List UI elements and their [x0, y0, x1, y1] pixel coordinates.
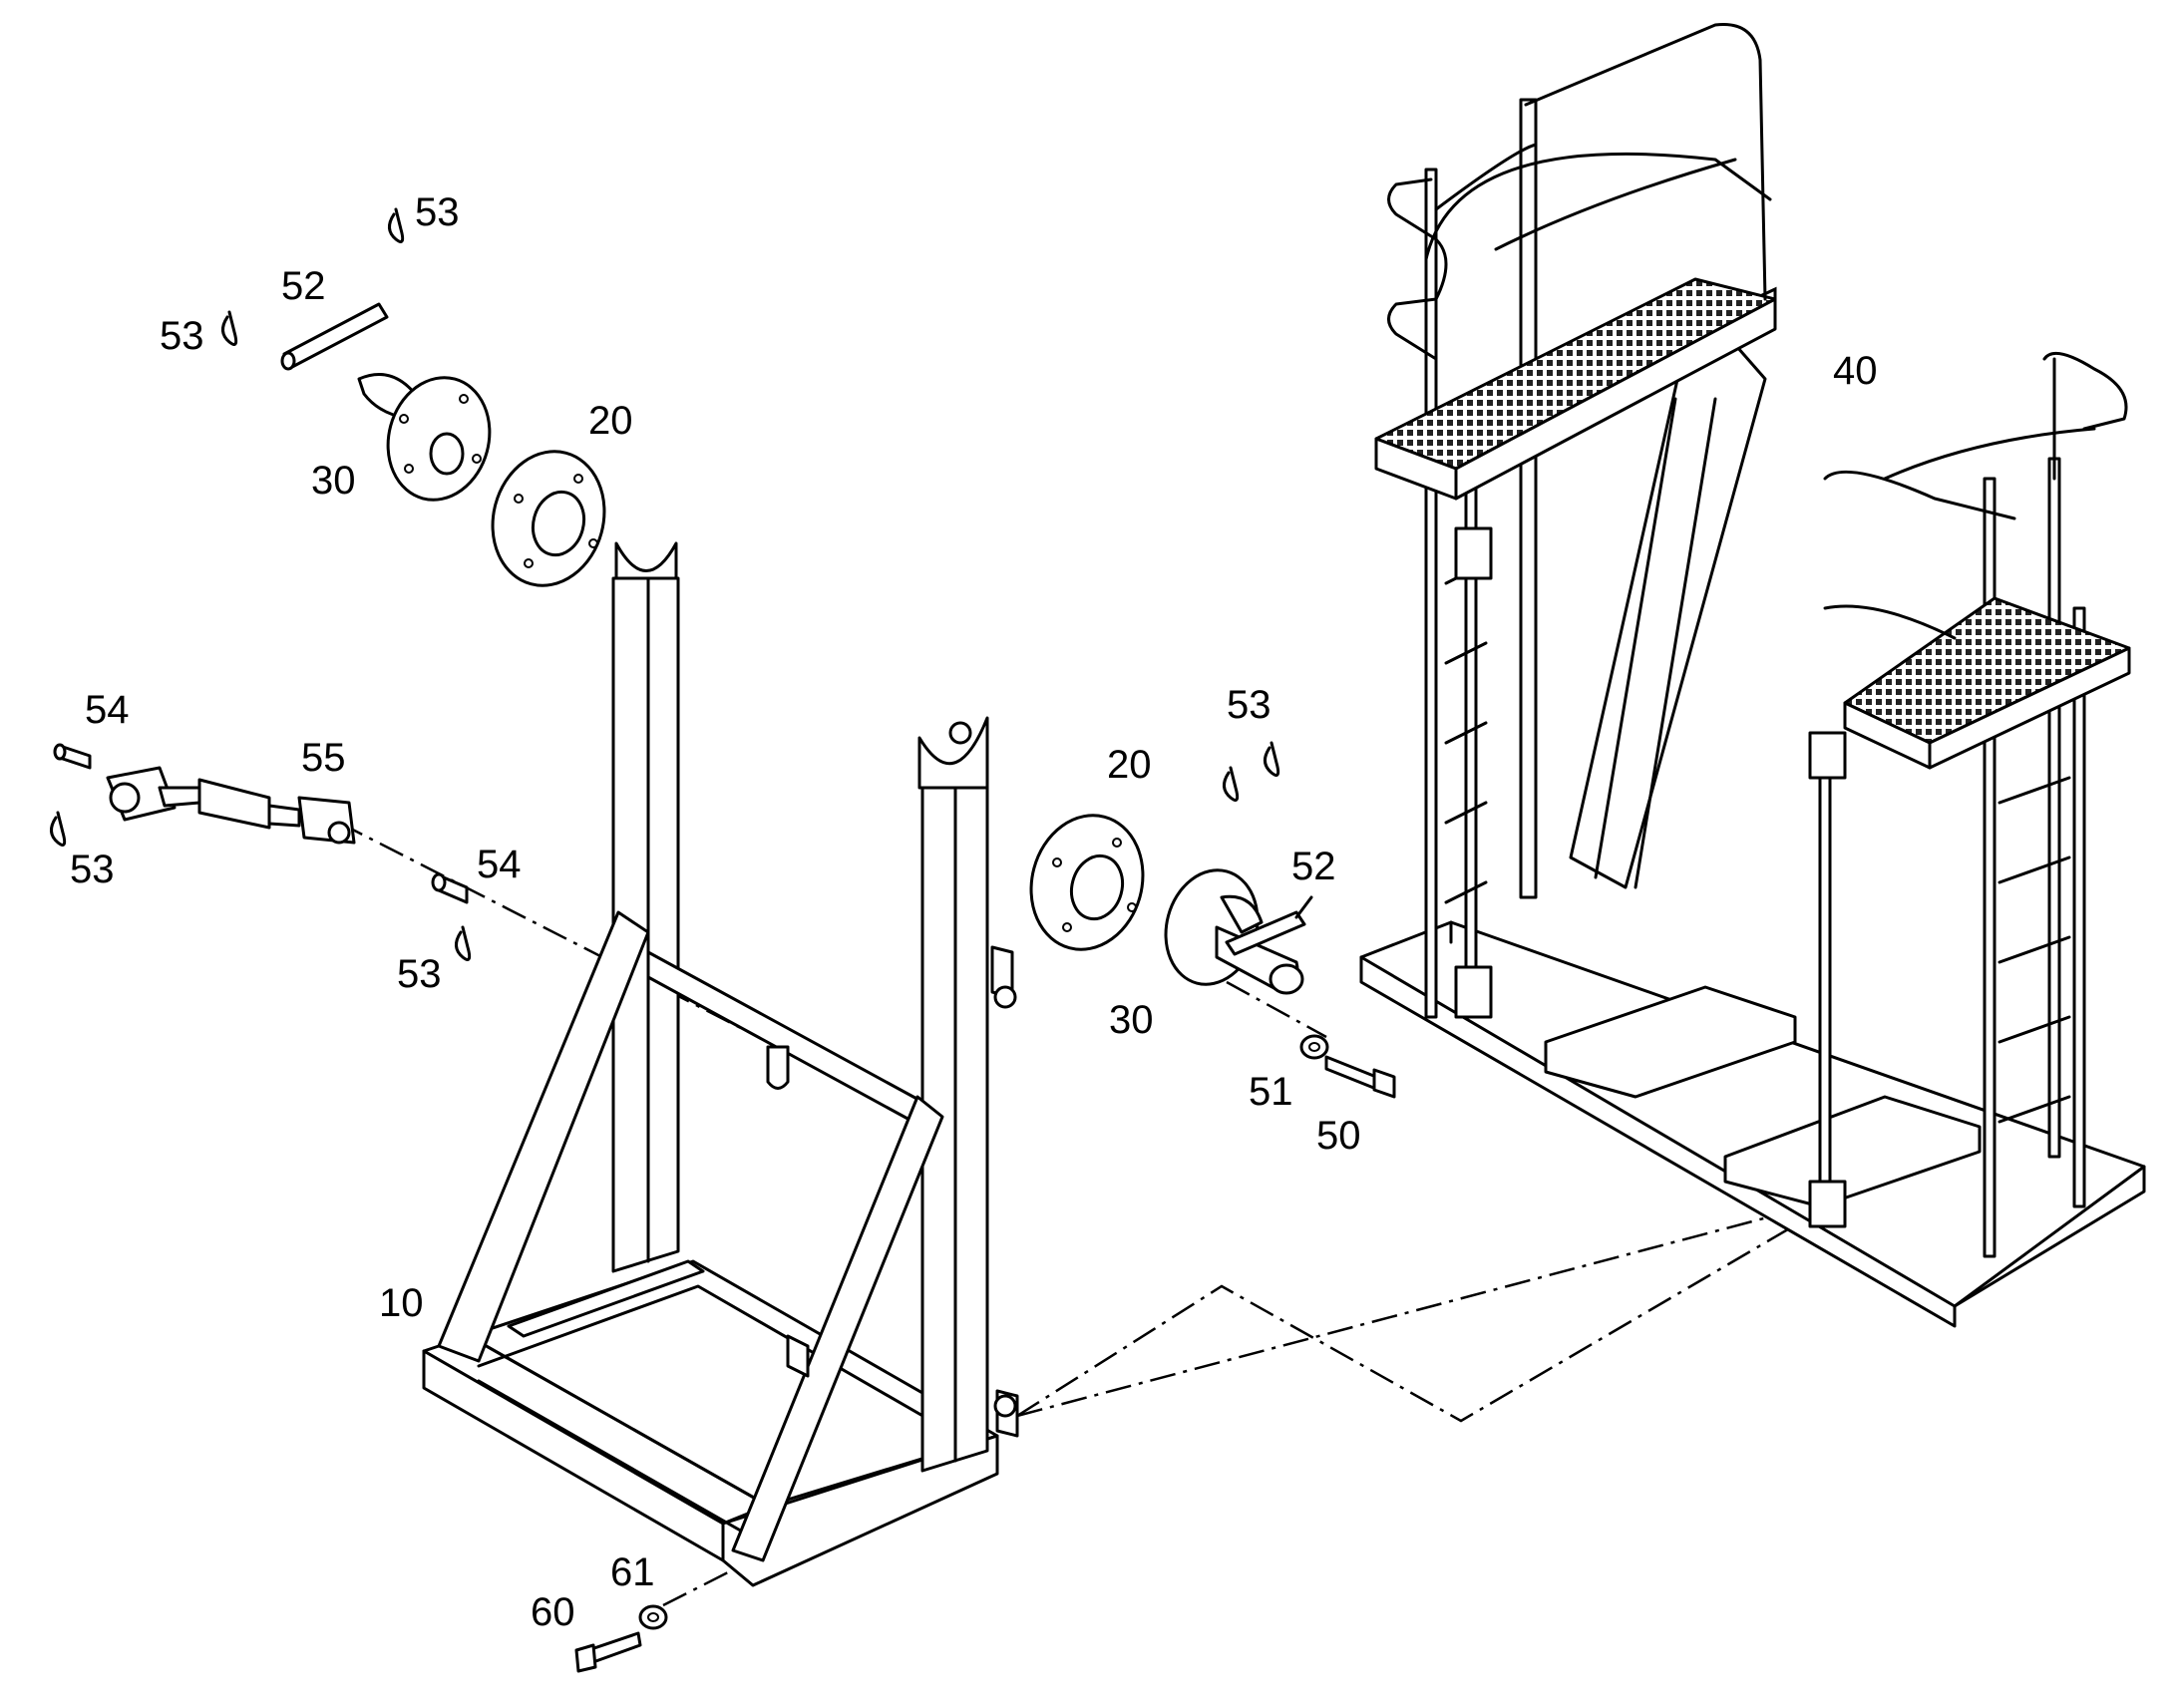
stand-frame — [422, 541, 1019, 1587]
pin-right — [1225, 895, 1313, 956]
callout-stud-left: 54 — [85, 688, 130, 732]
callout-platform: 40 — [1833, 349, 1878, 393]
callout-pin-right: 52 — [1291, 845, 1336, 888]
callout-spacer-left: 20 — [588, 399, 633, 443]
callout-clip-right: 53 — [1227, 683, 1272, 727]
bolt-right — [1324, 1055, 1396, 1099]
pin-top — [280, 302, 389, 371]
callout-washer-right: 51 — [1249, 1070, 1293, 1114]
stud-mid — [431, 872, 469, 904]
flange-left — [357, 373, 492, 502]
callout-clip-top-a: 53 — [415, 190, 460, 234]
callout-flange-right: 30 — [1109, 998, 1154, 1042]
callout-turnbuckle: 55 — [301, 736, 346, 780]
callout-clip-top-b: 53 — [160, 314, 204, 358]
callout-washer-bottom: 61 — [610, 1550, 655, 1594]
bolt-bottom — [574, 1631, 642, 1673]
callout-flange-left: 30 — [311, 459, 356, 503]
part-number-callouts: 10 20 20 30 30 40 50 51 52 52 53 53 53 5… — [70, 190, 1878, 1634]
callout-clip-left: 53 — [70, 848, 115, 891]
spacer-disc-right — [1029, 814, 1145, 951]
stud-left — [53, 743, 92, 770]
callout-bolt-right: 50 — [1316, 1114, 1361, 1158]
callout-clip-mid: 53 — [397, 952, 442, 996]
callout-spacer-right: 20 — [1107, 743, 1152, 787]
access-platform — [1359, 22, 2146, 1328]
callout-pin-top: 52 — [281, 264, 326, 308]
washer-right — [1299, 1034, 1329, 1060]
turnbuckle-assembly — [106, 766, 356, 845]
spring-clips — [50, 207, 1280, 961]
callout-bolt-bottom: 60 — [531, 1590, 575, 1634]
spacer-disc-left — [491, 450, 606, 587]
callout-frame: 10 — [379, 1281, 424, 1325]
washer-bottom — [638, 1604, 668, 1630]
callout-stud-mid: 54 — [477, 843, 522, 886]
